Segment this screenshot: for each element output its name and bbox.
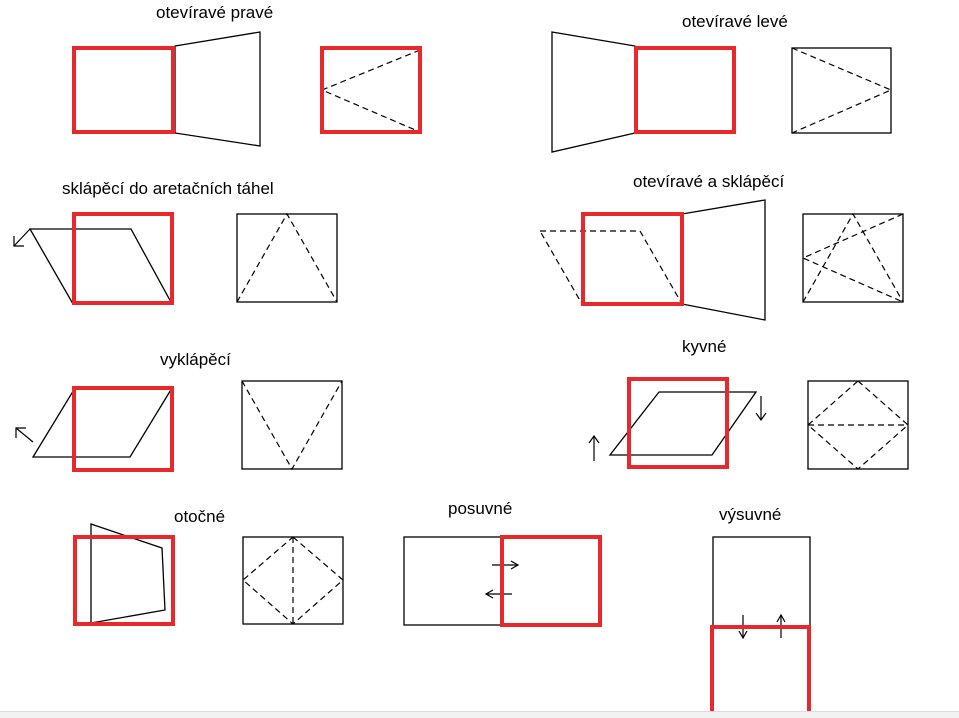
- tilt-symbol-lines: [802, 212, 904, 303]
- opened-sash-shape: [551, 31, 636, 153]
- highlight-frame: [500, 535, 602, 627]
- arrow-left-head: [484, 589, 494, 599]
- highlight-frame: [627, 377, 729, 469]
- otvirave-sklapeci-perspective: [538, 199, 766, 321]
- arrow-head: [13, 236, 24, 247]
- window-frame: [802, 213, 904, 303]
- arrow-up-head: [776, 613, 786, 623]
- arrow-up-head: [588, 434, 600, 444]
- otocne-perspective: [73, 523, 175, 626]
- label-otvirave-sklapeci: otevíravé a sklápěcí: [633, 172, 785, 191]
- label-kyvne: kyvné: [682, 337, 727, 356]
- highlight-frame: [320, 46, 422, 134]
- otvirave-sklapeci-symbol: [801, 212, 904, 303]
- highlight-frame: [72, 212, 174, 305]
- otvirave-leve-perspective: [551, 31, 736, 153]
- otocne-symbol: [242, 536, 344, 625]
- label-posuvne: posuvné: [448, 499, 513, 518]
- highlight-frame: [710, 625, 811, 716]
- tilted-sash-shape: [31, 387, 174, 458]
- label-otocne: otočné: [174, 507, 226, 526]
- arrow-line: [13, 228, 31, 247]
- opening-symbol-lines: [801, 213, 904, 303]
- highlight-frame: [634, 46, 736, 134]
- arrow-down-head: [755, 412, 767, 422]
- arrow-head: [15, 427, 26, 438]
- opening-symbol-lines: [320, 49, 421, 133]
- tilt-symbol-lines: [236, 212, 338, 303]
- label-sklapeci-aretacni: sklápěcí do aretačních táhel: [62, 179, 274, 198]
- sklapeci-symbol: [236, 212, 338, 303]
- label-vysuvne: výsuvné: [719, 505, 782, 524]
- kyvne-symbol: [807, 380, 909, 470]
- posuvne-diagram: [403, 535, 602, 627]
- rotate-symbol-diamond: [242, 536, 344, 625]
- highlight-frame: [73, 535, 175, 626]
- opened-sash-shape: [174, 31, 261, 147]
- tilted-sash-shape: [538, 230, 684, 305]
- highlight-frame: [72, 386, 174, 472]
- vyklapeci-symbol: [241, 380, 343, 471]
- vyklapeci-perspective: [15, 386, 174, 472]
- rotated-sash-shape: [90, 523, 166, 624]
- tilt-out-symbol-lines: [241, 380, 343, 471]
- pivot-symbol-diamond: [807, 380, 909, 470]
- tilted-sash-shape: [28, 228, 174, 305]
- highlight-frame: [581, 212, 684, 306]
- vysuvne-diagram: [710, 536, 811, 716]
- arrow-right-head: [510, 560, 520, 570]
- otvirave-leve-symbol: [791, 47, 893, 134]
- otvirave-prave-symbol: [320, 46, 422, 134]
- arrow-down-head: [738, 630, 748, 640]
- label-otvirave-leve: otevíravé levé: [682, 12, 788, 31]
- bottom-edge-bar: [0, 711, 959, 718]
- opening-symbol-lines: [791, 47, 893, 134]
- sklapeci-perspective: [13, 212, 174, 305]
- pivot-sash-shape: [608, 391, 758, 456]
- arrow-line: [15, 427, 34, 443]
- window-frame: [791, 47, 892, 134]
- highlight-frame: [72, 46, 175, 134]
- otvirave-prave-perspective: [72, 31, 261, 147]
- label-otvirave-prave: otevíravé pravé: [156, 3, 274, 22]
- opened-sash-shape: [681, 199, 766, 321]
- window-frame: [241, 380, 343, 470]
- window-frame: [236, 213, 338, 303]
- kyvne-perspective: [588, 377, 767, 469]
- label-vyklapeci: vyklápěcí: [160, 350, 231, 369]
